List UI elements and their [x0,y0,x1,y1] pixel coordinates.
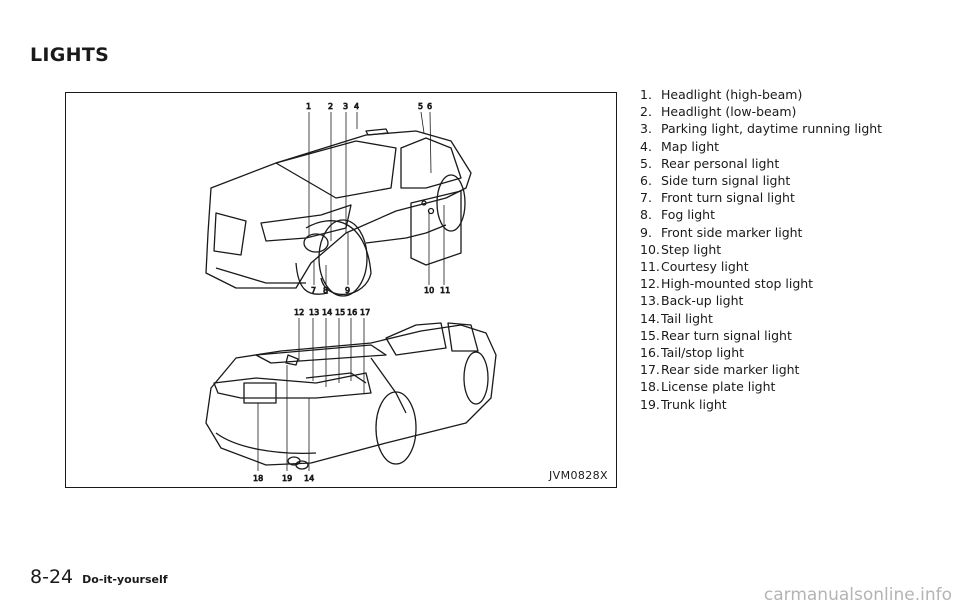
vehicle-lights-figure: 1 2 3 4 5 6 7 8 9 10 11 12 13 [65,92,617,488]
callout-rear-18: 18 [253,474,263,483]
page-footer: 8-24 Do-it-yourself [30,566,168,588]
legend-item: 12.High-mounted stop light [640,275,882,292]
legend-label: License plate light [661,379,776,395]
footer-section-name: Do-it-yourself [82,573,168,586]
legend-item: 7. Front turn signal light [640,189,882,206]
legend-label: Headlight (high-beam) [661,87,803,102]
legend-label: Headlight (low-beam) [661,104,797,120]
legend-item: 2. Headlight (low-beam) [640,103,882,120]
legend-number: 12. [640,276,660,292]
legend-label: Courtesy light [661,259,749,275]
callout-front-6: 6 [427,102,432,111]
callout-front-9: 9 [345,286,350,295]
callout-front-11: 11 [440,286,450,295]
legend-label: Map light [661,138,720,154]
legend-label: Parking light, daytime running light [661,121,883,137]
legend-item: 11.Courtesy light [640,258,882,275]
legend-number: 3. [640,121,652,137]
legend-label: Rear side marker light [661,362,800,378]
callout-rear-16: 16 [347,308,357,317]
legend-label: Front side marker light [661,224,803,240]
legend-item: 13.Back-up light [640,292,882,309]
legend-number: 16. [640,345,660,361]
legend-number: 7. [640,190,652,206]
legend-item: 18.License plate light [640,378,882,395]
rear-callouts: 12 13 14 15 16 17 18 19 14 [253,308,371,484]
legend-number: 15. [640,327,660,343]
legend-number: 2. [640,104,652,120]
callout-front-5: 5 [418,102,423,111]
callout-front-8: 8 [323,286,328,295]
legend-item: 5. Rear personal light [640,155,882,172]
legend-number: 4. [640,138,652,154]
callout-rear-12: 12 [294,308,304,317]
legend-item: 4. Map light [640,138,882,155]
legend-item: 1. Headlight (high-beam) [640,86,882,103]
legend-number: 11. [640,259,660,275]
callout-rear-13: 13 [309,308,319,317]
legend-number: 17. [640,362,660,378]
legend-number: 19. [640,396,660,412]
page-number: 8-24 [30,566,74,588]
legend-label: Back-up light [661,293,744,309]
legend-label: Rear personal light [661,155,780,171]
legend-item: 16.Tail/stop light [640,344,882,361]
legend-number: 1. [640,87,652,102]
legend-label: Front turn signal light [661,190,795,206]
legend-item: 17.Rear side marker light [640,361,882,378]
front-car-drawing [205,128,472,297]
legend-item: 14.Tail light [640,310,882,327]
legend-item: 19.Trunk light [640,396,882,413]
callout-rear-17: 17 [360,308,370,317]
legend-item: 3. Parking light, daytime running light [640,120,882,137]
callout-rear-14: 14 [322,308,332,317]
legend-list: 1. Headlight (high-beam) 2. Headlight (low… [640,86,882,413]
callout-rear-15: 15 [335,308,345,317]
callout-front-10: 10 [424,286,434,295]
legend-label: High-mounted stop light [661,276,814,292]
legend-number: 8. [640,207,652,223]
front-callouts: 1 2 3 4 5 6 7 8 9 10 11 [306,102,451,296]
callout-front-2: 2 [328,102,333,111]
legend-label: Step light [661,241,722,257]
legend-number: 5. [640,155,652,171]
legend-label: Side turn signal light [661,173,791,189]
callout-front-3: 3 [343,102,348,111]
callout-front-4: 4 [354,102,359,111]
callout-front-1: 1 [306,102,311,111]
legend-number: 10. [640,241,660,257]
watermark: carmanualsonline.info [763,585,952,605]
figure-code: JVM0828X [549,469,608,482]
legend-number: 9. [640,224,652,240]
legend-number: 13. [640,293,660,309]
legend-number: 18. [640,379,660,395]
legend-item: 15.Rear turn signal light [640,327,882,344]
legend-label: Fog light [661,207,716,223]
legend-label: Tail/stop light [661,345,745,361]
callout-rear-19: 19 [282,474,292,483]
legend-item: 6. Side turn signal light [640,172,882,189]
legend-number: 6. [640,173,652,189]
legend-label: Tail light [661,310,713,326]
legend-number: 14. [640,310,660,326]
legend-item: 8. Fog light [640,206,882,223]
car-illustration: 1 2 3 4 5 6 7 8 9 10 11 12 13 [205,102,497,484]
section-title: LIGHTS [30,44,110,66]
callout-front-7: 7 [311,286,316,295]
legend-item: 10.Step light [640,241,882,258]
legend-label: Rear turn signal light [661,327,792,343]
callout-rear-14b: 14 [304,474,314,483]
legend-label: Trunk light [661,396,727,412]
legend-item: 9. Front side marker light [640,224,882,241]
